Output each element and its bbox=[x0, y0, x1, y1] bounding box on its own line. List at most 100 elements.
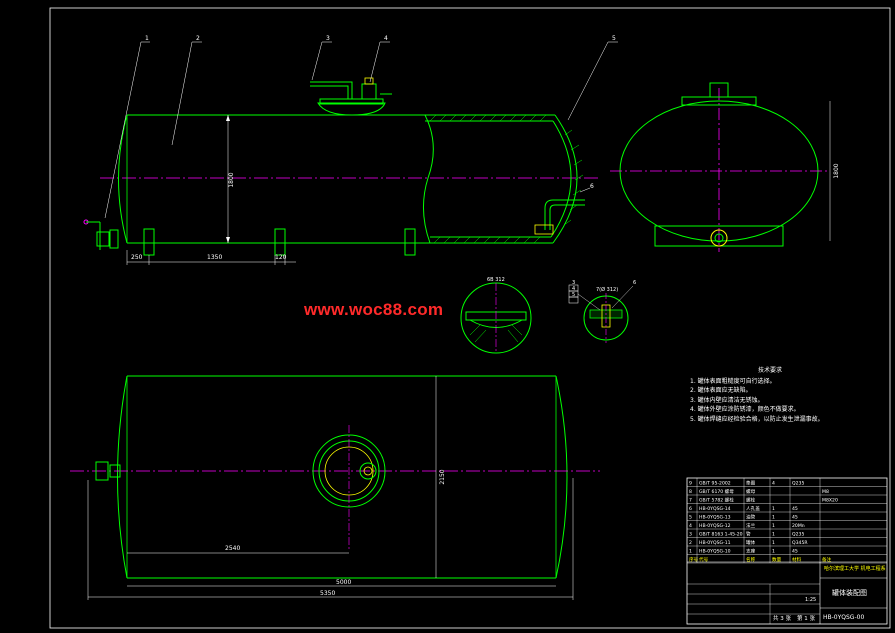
parts-cell-mat: 45 bbox=[792, 549, 798, 555]
parts-cell-name: 法兰 bbox=[746, 522, 756, 529]
parts-cell-mat: 20Mn bbox=[792, 523, 805, 529]
parts-cell-qty: 1 bbox=[772, 515, 775, 521]
note-4: 4. 罐体外壁应涂防锈漆，颜色不做要求。 bbox=[690, 406, 800, 413]
sheet-count: 共 3 张 bbox=[773, 614, 791, 622]
plan-view: 2150 2540 5000 5350 bbox=[70, 375, 600, 600]
parts-cell-code: GB/T 95-2002 bbox=[699, 481, 731, 487]
dim-support-gap: 1350 bbox=[207, 254, 222, 261]
parts-cell-mat: 45 bbox=[792, 506, 798, 512]
parts-cell-code: HB-0YQSG-10 bbox=[699, 549, 731, 555]
detail-balloon-4: 4 bbox=[572, 286, 575, 292]
side-height-text: 1800 bbox=[833, 163, 840, 178]
parts-cell-code: 代号 bbox=[699, 556, 709, 563]
outlet-valve bbox=[96, 231, 110, 247]
parts-cell-qty: 数量 bbox=[772, 556, 782, 563]
parts-cell-mat: 材料 bbox=[792, 556, 802, 563]
drawing-title: 罐体装配图 bbox=[832, 588, 867, 597]
inner-pipe-2 bbox=[549, 204, 585, 230]
watermark: www.woc88.com bbox=[304, 300, 444, 319]
note-1: 1. 罐体表面粗糙度可自行选择。 bbox=[690, 377, 776, 385]
detail-balloon-3: 3 bbox=[572, 280, 575, 286]
parts-cell-name: 人孔盖 bbox=[746, 505, 760, 512]
left-head bbox=[118, 114, 128, 244]
parts-cell-note: 备注 bbox=[822, 556, 832, 563]
plan-inner-length-text: 5000 bbox=[336, 579, 351, 586]
hatch-bottom bbox=[433, 236, 541, 244]
parts-cell-note: M8X20 bbox=[822, 498, 838, 504]
parts-cell-code: GB/T 5782 螺栓 bbox=[699, 497, 734, 504]
balloon-5: 5 bbox=[612, 35, 616, 42]
plan-height-text: 2150 bbox=[439, 469, 446, 484]
balloon-4: 4 bbox=[384, 35, 388, 42]
parts-cell-name: 油管 bbox=[746, 514, 756, 521]
side-outlet bbox=[710, 229, 728, 247]
parts-cell-mat: 45 bbox=[792, 515, 798, 521]
scale: 1:25 bbox=[805, 597, 816, 603]
front-view: 1800 250 1350 120 1 2 3 4 5 6 bbox=[83, 35, 618, 265]
parts-cell-note: M8 bbox=[822, 489, 829, 495]
right-head-inner bbox=[550, 120, 572, 238]
parts-cell-qty: 1 bbox=[772, 523, 775, 529]
parts-cell-name: 螺母 bbox=[746, 488, 756, 495]
parts-cell-no: 8 bbox=[689, 489, 692, 495]
parts-cell-no: 1 bbox=[689, 549, 692, 555]
plan-right-head bbox=[555, 375, 568, 579]
parts-cell-code: HB-0YQSG-14 bbox=[699, 506, 731, 512]
detail-right-label: 7(Ø 312) bbox=[596, 286, 618, 293]
dim-left-end: 250 bbox=[131, 254, 143, 261]
parts-cell-code: GB/T 8163 1-45-20 bbox=[699, 532, 743, 538]
balloon-3: 3 bbox=[326, 35, 330, 42]
balloon-2: 2 bbox=[196, 35, 200, 42]
dim-support-width: 120 bbox=[275, 254, 287, 261]
parts-cell-name: 螺栓 bbox=[746, 497, 756, 504]
leaders bbox=[104, 41, 618, 219]
detail-balloon-5: 5 bbox=[572, 292, 575, 298]
parts-cell-name: 名称 bbox=[746, 556, 756, 563]
parts-cell-no: 7 bbox=[689, 498, 692, 504]
plan-outlet bbox=[95, 461, 109, 481]
parts-cell-code: HB-0YQSG-13 bbox=[699, 515, 731, 521]
note-2: 2. 罐体表面应无缺陷。 bbox=[690, 387, 752, 394]
inner-pipe bbox=[544, 199, 585, 230]
plan-offset-text: 2540 bbox=[225, 545, 240, 552]
balloon-6: 6 bbox=[590, 183, 594, 190]
support-left bbox=[143, 228, 155, 256]
plan-filler bbox=[359, 462, 377, 480]
parts-cell-name: 垫圈 bbox=[746, 480, 756, 487]
parts-cell-no: 4 bbox=[689, 523, 692, 529]
detail-left-label: 6B 312 bbox=[487, 277, 505, 283]
vent-pipe bbox=[310, 81, 353, 99]
detail-balloon-6: 6 bbox=[633, 280, 636, 286]
school-name: 哈尔滨理工大学 机电工程系 bbox=[824, 565, 886, 572]
side-cap bbox=[709, 82, 729, 98]
parts-cell-code: HB-0YQSG-11 bbox=[699, 540, 731, 546]
parts-cell-mat: Q235 bbox=[792, 481, 804, 487]
note-5: 5. 罐体焊缝应经检验合格，以防止发生泄漏事故。 bbox=[690, 415, 824, 423]
height-dim-text: 1800 bbox=[228, 172, 235, 187]
parts-cell-no: 5 bbox=[689, 515, 692, 521]
parts-cell-name: 管 bbox=[746, 531, 751, 538]
parts-cell-no: 9 bbox=[689, 481, 692, 487]
parts-cell-no: 2 bbox=[689, 540, 692, 546]
right-head-outer bbox=[552, 114, 578, 244]
parts-cell-no: 6 bbox=[689, 506, 692, 512]
detail-left: 6B 312 bbox=[460, 277, 532, 354]
plan-overall-length-text: 5350 bbox=[320, 590, 335, 597]
parts-cell-code: GB/T 6170 螺母 bbox=[699, 488, 734, 495]
hatch-right-head bbox=[563, 129, 584, 226]
support-right bbox=[404, 228, 416, 256]
drawing-frame bbox=[49, 7, 891, 629]
parts-cell-no: 序号 bbox=[689, 556, 699, 563]
vent-pipe-inner bbox=[310, 85, 349, 99]
parts-cell-qty: 1 bbox=[772, 532, 775, 538]
balloon-1: 1 bbox=[145, 35, 149, 42]
filler-cap bbox=[361, 83, 377, 100]
parts-cell-mat: Q345R bbox=[792, 540, 808, 546]
filler-cap-top bbox=[364, 77, 374, 85]
side-view: 1800 bbox=[610, 82, 840, 252]
parts-cell-code: HB-0YQSG-12 bbox=[699, 523, 731, 529]
support-mid bbox=[274, 228, 286, 256]
parts-cell-qty: 4 bbox=[772, 481, 775, 487]
parts-cell-name: 罐体 bbox=[746, 539, 756, 546]
